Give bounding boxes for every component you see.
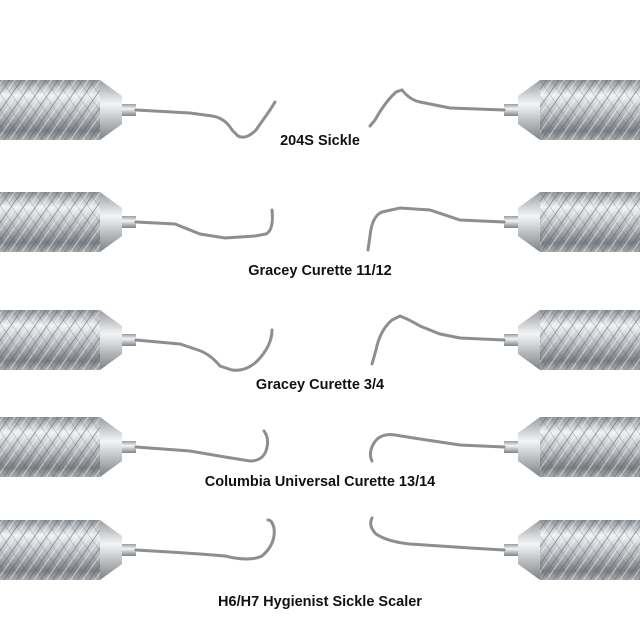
left-tip-icon [134, 429, 270, 463]
left-tip-icon [134, 100, 277, 139]
left-handle-icon [0, 80, 136, 140]
instrument-label-5: H6/H7 Hygienist Sickle Scaler [218, 594, 422, 610]
right-handle-icon [504, 80, 640, 140]
left-handle-icon [0, 520, 136, 580]
right-handle-icon [504, 417, 640, 477]
instrument-row-1 [0, 80, 640, 140]
right-tip-icon [368, 88, 506, 128]
instrument-row-4 [0, 417, 640, 477]
instrument-label-2: Gracey Curette 11/12 [248, 263, 392, 279]
right-tip-icon [369, 516, 506, 552]
left-tip-icon [134, 208, 274, 240]
instrument-label-3: Gracey Curette 3/4 [255, 377, 385, 393]
instrument-label-4: Columbia Universal Curette 13/14 [204, 474, 436, 490]
right-handle-icon [504, 310, 640, 370]
left-handle-icon [0, 417, 136, 477]
right-tip-icon [370, 314, 506, 366]
right-handle-icon [504, 192, 640, 252]
left-tip-icon [134, 328, 274, 372]
left-tip-icon [134, 518, 276, 561]
left-handle-icon [0, 192, 136, 252]
right-handle-icon [504, 520, 640, 580]
instrument-row-5 [0, 516, 640, 580]
instrument-row-2 [0, 192, 640, 252]
instrument-label-1: 204S Sickle [280, 133, 360, 149]
right-tip-icon [366, 206, 506, 252]
left-handle-icon [0, 310, 136, 370]
instrument-row-3 [0, 310, 640, 372]
right-tip-icon [368, 433, 506, 463]
